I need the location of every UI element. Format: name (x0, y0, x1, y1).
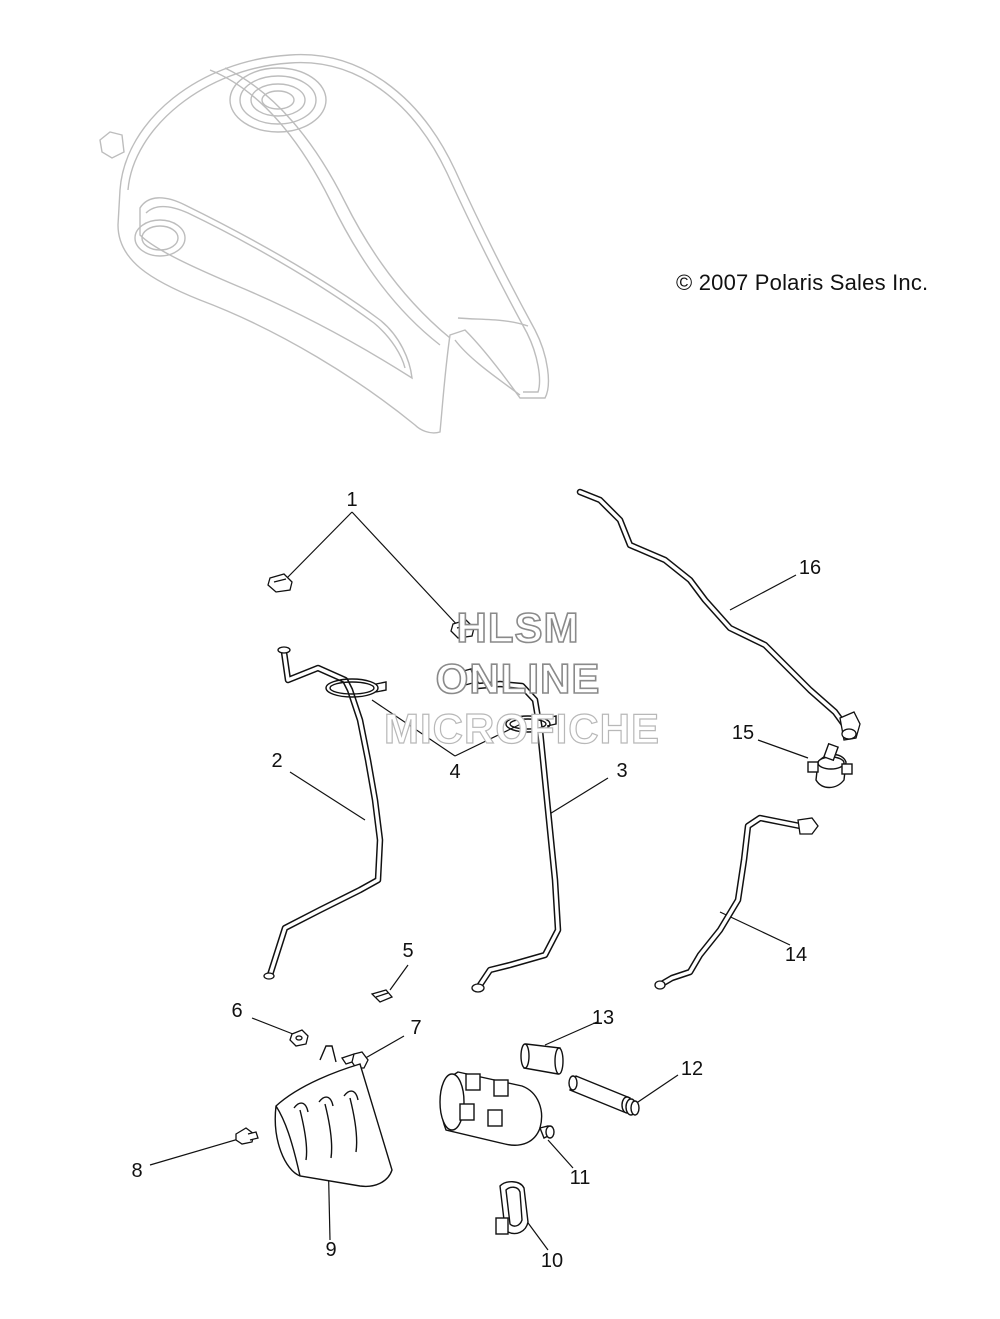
callout-7: 7 (410, 1017, 422, 1039)
part-8-bolt (235, 1127, 259, 1145)
callout-10: 10 (540, 1250, 564, 1272)
callout-5: 5 (402, 940, 414, 962)
callout-2: 2 (271, 750, 283, 772)
callout-11: 11 (569, 1167, 591, 1189)
fuel-tank-outline (99, 53, 550, 434)
part-6-nut (289, 1029, 309, 1047)
watermark-line-2: ONLINE (435, 655, 601, 702)
callout-15: 15 (731, 722, 755, 744)
callout-4: 4 (449, 761, 461, 783)
part-1-hose-clamps (267, 573, 475, 639)
callout-1: 1 (346, 489, 358, 511)
watermark-line-1: HLSM (456, 604, 580, 651)
callout-14: 14 (784, 944, 808, 966)
part-10-bracket-clip (495, 1181, 529, 1235)
part-4-tie-straps (325, 678, 557, 733)
callout-13: 13 (591, 1007, 615, 1029)
callout-12: 12 (680, 1058, 704, 1080)
part-5-clip (370, 989, 394, 1003)
part-14-vent-hose (656, 814, 804, 989)
part-15-valve (807, 742, 853, 789)
part-13-hose-section (520, 1043, 564, 1075)
part-9-canister-bracket (274, 1045, 393, 1188)
part-11-canister (439, 1071, 555, 1146)
callout-16: 16 (798, 557, 822, 579)
callout-9: 9 (325, 1239, 337, 1261)
callout-8: 8 (131, 1160, 143, 1182)
copyright-text: © 2007 Polaris Sales Inc. (676, 270, 929, 295)
part-12-hose-spring (568, 1075, 640, 1116)
part-7-bolt (340, 1051, 369, 1069)
callout-3: 3 (616, 760, 628, 782)
callout-6: 6 (231, 1000, 243, 1022)
watermark-line-3: MICROFICHE (383, 705, 660, 752)
